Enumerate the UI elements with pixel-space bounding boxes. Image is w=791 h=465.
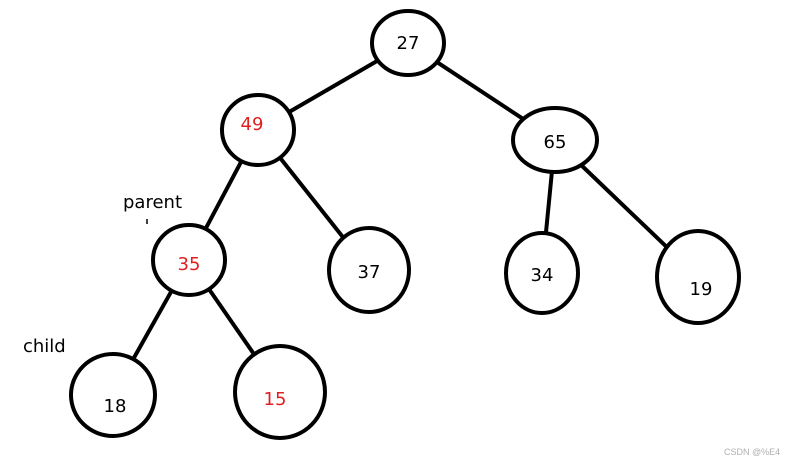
node-value: 27 — [397, 33, 420, 54]
edge-n35-n15 — [207, 287, 257, 357]
edge-n49-n35 — [203, 159, 244, 231]
edge-n27-n49 — [286, 58, 380, 115]
tree-node-35: 35 — [151, 223, 227, 297]
node-circle — [220, 93, 296, 167]
tree-node-49: 49 — [220, 93, 296, 167]
node-value: 15 — [264, 389, 287, 410]
parent-label: parent — [123, 192, 182, 213]
node-value: 49 — [241, 114, 264, 135]
edge-n35-n18 — [131, 288, 174, 362]
node-value: 65 — [544, 132, 567, 153]
tree-node-37: 37 — [327, 226, 411, 314]
tree-node-65: 65 — [511, 106, 599, 174]
nodes-layer: 27 49 65 35 37 34 19 18 15 — [69, 9, 741, 440]
edge-n49-n37 — [278, 155, 346, 240]
tree-node-18: 18 — [69, 352, 157, 438]
tree-node-34: 34 — [504, 231, 580, 315]
edges-layer — [131, 58, 669, 362]
node-circle — [370, 9, 446, 77]
tree-node-27: 27 — [370, 9, 446, 77]
edge-n65-n34 — [543, 169, 554, 236]
tree-node-15: 15 — [233, 344, 327, 440]
node-circle — [511, 106, 599, 174]
node-value: 19 — [690, 279, 713, 300]
child-label: child — [23, 336, 66, 357]
node-circle — [655, 229, 741, 325]
node-circle — [151, 223, 227, 297]
edge-n65-n19 — [579, 163, 669, 250]
node-circle — [327, 226, 411, 314]
node-value: 35 — [178, 254, 201, 275]
node-value: 34 — [531, 265, 554, 286]
node-value: 37 — [358, 262, 381, 283]
node-circle — [233, 344, 327, 440]
tree-node-19: 19 — [655, 229, 741, 325]
node-circle — [504, 231, 580, 315]
node-value: 18 — [104, 396, 127, 417]
edge-n27-n65 — [434, 60, 526, 122]
watermark: CSDN @%E4 — [724, 447, 780, 457]
node-circle — [69, 352, 157, 438]
